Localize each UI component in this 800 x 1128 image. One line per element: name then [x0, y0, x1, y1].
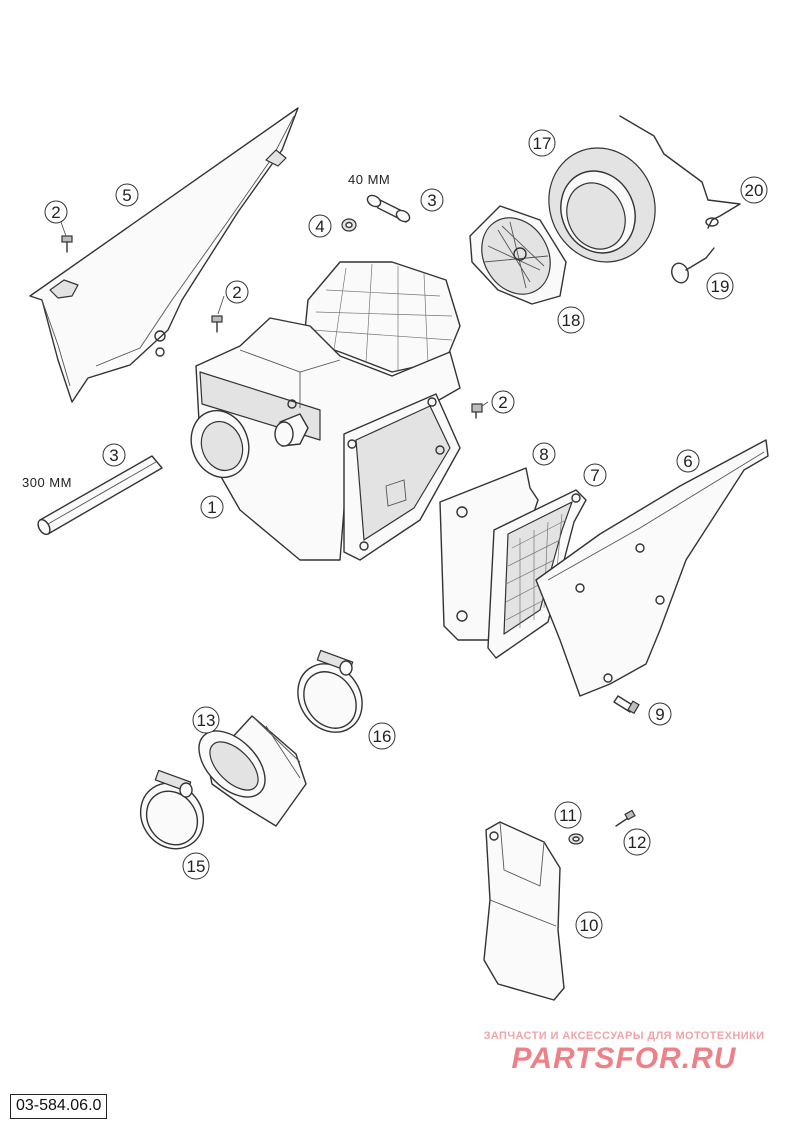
callout-label: 10 — [580, 916, 599, 935]
callout-label: 6 — [683, 452, 692, 471]
callout-label: 8 — [539, 445, 548, 464]
callout-label: 15 — [187, 857, 206, 876]
callout-label: 7 — [590, 466, 599, 485]
callout-label: 13 — [197, 711, 216, 730]
dimension-label-300mm: 300 MM — [22, 475, 72, 490]
callout-2b: 2 — [225, 280, 249, 304]
screw-part-upper-left — [61, 235, 73, 253]
long-hose-part — [37, 455, 163, 536]
callout-label: 2 — [498, 393, 507, 412]
callout-label: 11 — [559, 806, 577, 825]
callout-3b: 3 — [102, 443, 126, 467]
callout-label: 5 — [122, 186, 131, 205]
screw-part-right — [471, 403, 483, 419]
callout-label: 4 — [315, 217, 324, 236]
callout-label: 2 — [51, 203, 60, 222]
callout-8: 8 — [532, 442, 556, 466]
callout-label: 17 — [533, 134, 552, 153]
callout-label: 16 — [373, 727, 392, 746]
callout-11: 11 — [554, 801, 582, 829]
callout-label: 18 — [562, 311, 581, 330]
callout-3a: 3 — [420, 188, 444, 212]
callout-4: 4 — [308, 214, 332, 238]
washer-part — [568, 833, 584, 845]
callout-label: 19 — [711, 277, 730, 296]
leader-lines — [60, 221, 489, 407]
callout-6: 6 — [676, 449, 700, 473]
callout-label: 1 — [207, 498, 216, 517]
callout-label: 20 — [745, 181, 764, 200]
drawing-code-label: 03-584.06.0 — [10, 1094, 108, 1119]
callout-17: 17 — [528, 129, 556, 157]
watermark-brand: PARTSFOR.RU — [511, 1042, 737, 1075]
filter-knob-part — [671, 247, 715, 284]
callout-20: 20 — [740, 176, 768, 204]
watermark: ЗАПЧАСТИ И АКСЕССУАРЫ ДЛЯ МОТОТЕХНИКИ PA… — [464, 1030, 784, 1076]
callout-5: 5 — [115, 183, 139, 207]
callout-16: 16 — [368, 722, 396, 750]
callout-10: 10 — [575, 911, 603, 939]
cover-screw-part — [613, 695, 640, 715]
airbox-housing-part — [190, 261, 461, 561]
mud-flap-part — [483, 821, 565, 1001]
callout-15: 15 — [182, 852, 210, 880]
air-filter-part — [548, 147, 656, 263]
callout-12: 12 — [623, 828, 651, 856]
right-side-cover-part — [535, 439, 769, 697]
dimension-label-40mm: 40 MM — [348, 172, 390, 187]
callout-1: 1 — [200, 495, 224, 519]
hose-clamp-part-upper — [297, 649, 363, 733]
callout-label: 2 — [232, 283, 241, 302]
callout-18: 18 — [557, 306, 585, 334]
callout-label: 9 — [655, 705, 664, 724]
callout-label: 3 — [109, 446, 118, 465]
callout-2c: 2 — [491, 390, 515, 414]
callout-2a: 2 — [44, 200, 68, 224]
watermark-tagline: ЗАПЧАСТИ И АКСЕССУАРЫ ДЛЯ МОТОТЕХНИКИ — [483, 1030, 765, 1042]
callout-19: 19 — [706, 272, 734, 300]
intake-sleeve-part — [198, 715, 307, 827]
flap-screw-part — [615, 809, 636, 827]
nut-part — [341, 218, 357, 232]
filter-bail-wire-part — [619, 115, 741, 229]
callout-13: 13 — [192, 706, 220, 734]
screw-part-middle — [211, 315, 223, 333]
callout-label: 12 — [628, 833, 647, 852]
left-side-cover-part — [29, 107, 299, 403]
callout-7: 7 — [583, 463, 607, 487]
callout-label: 3 — [427, 191, 436, 210]
callout-9: 9 — [648, 702, 672, 726]
hose-clamp-part-lower — [139, 769, 205, 850]
short-hose-part — [366, 194, 411, 223]
filter-cage-part — [469, 205, 567, 305]
